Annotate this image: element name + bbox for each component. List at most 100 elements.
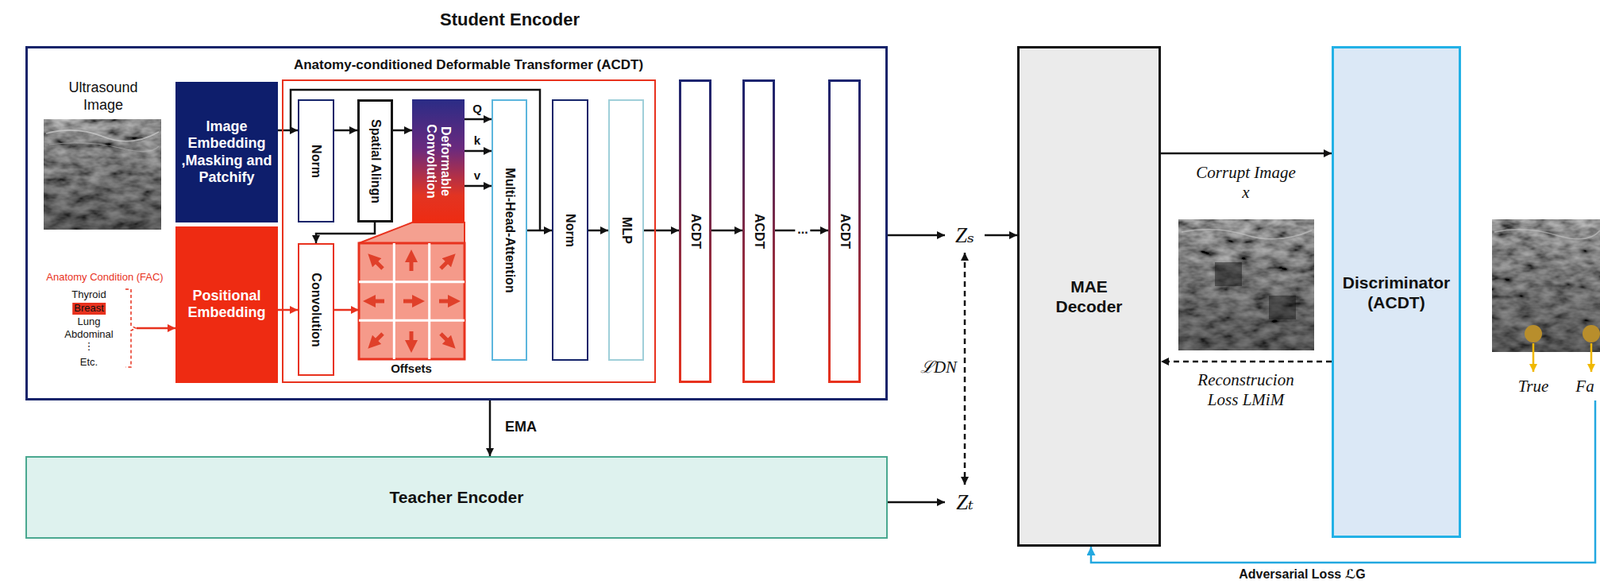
image-ground [1178,219,1315,351]
edge-label: Reconstrucion Loss LMiM [1186,370,1306,410]
connector [334,129,358,132]
connector [963,252,967,485]
connector [464,185,492,188]
align-layer: Spatial Alingn [357,99,394,223]
connector [277,308,298,312]
attention-layer: Multi-Head-Attention [491,99,528,361]
node-label: MAE Decoder [1019,276,1159,317]
edge-label: ℒDN [920,357,957,378]
offset-arrow [440,333,452,344]
connector [1160,152,1332,155]
node-label: Offsets [390,361,432,376]
embedding-box: Positional Embedding [175,226,278,383]
input-ultrasound [43,119,162,230]
node-label: Anatomy Condition (FAC) [46,270,163,284]
grid-frame [358,242,465,359]
connector [489,400,492,456]
connector [887,501,945,504]
node-label: ACDT [751,84,766,378]
offset-arrow [409,331,414,347]
token-arrow [1532,343,1535,372]
edge-label: ... [794,223,810,236]
offset-arrow [372,258,383,269]
connector [588,229,609,232]
tissue-line [1494,229,1600,240]
offset-arrow [369,299,385,304]
connector [464,118,492,121]
connector [393,129,413,132]
node-label: Breast [72,302,106,315]
node-label: Anatomy-conditioned Deformable Transform… [293,57,644,74]
connector [464,150,492,153]
grid-lines [358,242,465,359]
condition-list: Anatomy Condition (FAC)ThyroidBreastLung… [43,269,137,374]
tissue-line [49,142,159,152]
node-label: Positional Embedding [175,287,278,322]
connector [136,327,176,330]
decoder-box: MAE Decoder [1017,46,1161,547]
norm-layer: Norm [551,99,589,361]
discriminator-box: Discriminator (ACDT) [1331,46,1462,538]
node-label: Deformable Convolution [424,104,454,217]
node-label: Lung [77,316,101,328]
node-label: Teacher Encoder [26,486,887,507]
edge-label: Q [472,101,482,116]
tissue-line [46,130,159,142]
image-shade [1492,219,1600,352]
acdt-layer: ACDT [678,79,712,383]
offset-arrow [372,333,383,344]
offset-grid-figure [358,242,465,359]
token-dot [1582,324,1600,343]
image-shade [43,119,162,230]
acdt-layer: ACDT [742,79,775,383]
edge-label: Adversarial Loss ℒG [1238,566,1366,582]
node-label: Discriminator (ACDT) [1333,271,1459,312]
mlp-layer: MLP [608,99,644,361]
offset-arrow [439,299,455,304]
edge-label: EMA [505,418,537,436]
token-arrow [1590,343,1593,372]
corrupt-ultrasound [1178,219,1315,351]
node-label: ACDT [836,84,852,378]
tissue-line [1181,229,1312,240]
node-label: Spatial Alingn [367,104,382,217]
masked-patch [1214,262,1242,286]
image-ground [1492,219,1600,352]
edge-label: k [474,133,481,148]
output-ultrasound [1492,219,1600,372]
connector [711,229,743,232]
node-label: Thyroid [71,289,106,301]
edge-label: v [474,168,481,183]
offset-arrows [369,255,455,347]
encoder-panel: Ultrasound ImageImage Embedding ,Masking… [25,46,888,401]
norm-layer: Norm [297,99,335,223]
offset-arrow [440,258,452,269]
edge-label: Corrupt Image x [1193,162,1299,203]
connector [316,222,375,243]
offset-arrow [409,255,414,271]
node-label: Student Encoder [439,9,580,31]
node-label: Abdominal [64,328,113,341]
node-label: Fa [1575,376,1594,397]
node-label: ⋮ [84,340,95,353]
node-label: Norm [562,104,578,355]
connector [1160,360,1332,363]
node-label: Convolution [308,248,324,371]
latent-symbol: Zₛ [944,217,985,253]
connector [643,229,679,232]
acdt-block: Norm Spatial Alingn Deformable Convolution… [281,79,656,383]
node-label: Zₛ [944,222,985,248]
connector [984,234,1018,237]
node-label: Etc. [80,356,98,369]
connector [277,129,298,132]
masked-patch [1268,295,1296,320]
acdt-layer: ACDT [828,79,861,383]
condition-bracket [125,289,136,367]
node-label: Ultrasound Image [55,79,151,114]
token-dot [1524,324,1543,343]
image-shade [1178,219,1315,351]
node-label: True [1518,376,1550,397]
encoder-box: Teacher Encoder [25,455,888,539]
connector [334,308,359,312]
node-label: ACDT [687,84,702,378]
